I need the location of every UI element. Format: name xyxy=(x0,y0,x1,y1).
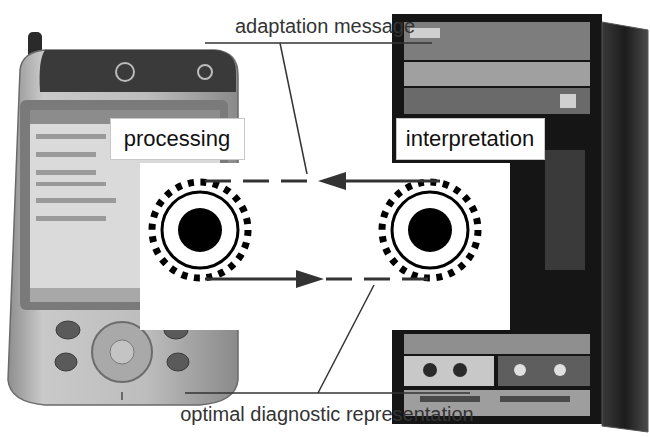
node-label: interpretation xyxy=(406,126,534,151)
arrow-head xyxy=(318,172,346,190)
pda-mic xyxy=(121,392,123,400)
rack-panel xyxy=(404,88,590,114)
pda-power-button xyxy=(198,65,212,79)
rack-panel xyxy=(404,62,590,86)
rack-switch xyxy=(560,94,576,108)
pda-joystick xyxy=(92,322,152,382)
server-rack xyxy=(392,14,648,432)
arrow-line xyxy=(344,180,440,183)
arrow-dashed-line xyxy=(205,180,318,183)
gear-teeth xyxy=(152,182,248,278)
gear-teeth xyxy=(382,182,478,278)
pda-device xyxy=(8,32,238,405)
gear-hub xyxy=(178,208,222,252)
pda-top-cap xyxy=(40,50,236,92)
pda-body xyxy=(8,50,238,405)
gear-symbol xyxy=(152,182,248,278)
gear-symbol xyxy=(382,182,478,278)
rack-door xyxy=(602,22,648,432)
arrow-line xyxy=(205,278,300,281)
callout-label: optimal diagnostic representation xyxy=(180,403,474,426)
rack-panel xyxy=(404,22,590,60)
pda-joystick-center xyxy=(110,340,134,364)
node-label: processing xyxy=(124,126,230,151)
gear-ring xyxy=(392,192,468,268)
centre-panel xyxy=(140,163,510,330)
flow-arrow xyxy=(205,172,440,190)
gear-ring xyxy=(162,192,238,268)
process-box: interpretation xyxy=(396,118,545,160)
callout-label: adaptation message xyxy=(235,15,415,38)
arrow-head xyxy=(296,270,324,288)
rack-cable-bundle xyxy=(545,150,585,270)
flow-arrow xyxy=(205,270,436,288)
gear-hub xyxy=(408,208,452,252)
arrow-dashed-line xyxy=(326,278,436,281)
pda-logo xyxy=(116,63,134,81)
leader-line xyxy=(185,43,470,393)
process-box: processing xyxy=(110,118,245,160)
